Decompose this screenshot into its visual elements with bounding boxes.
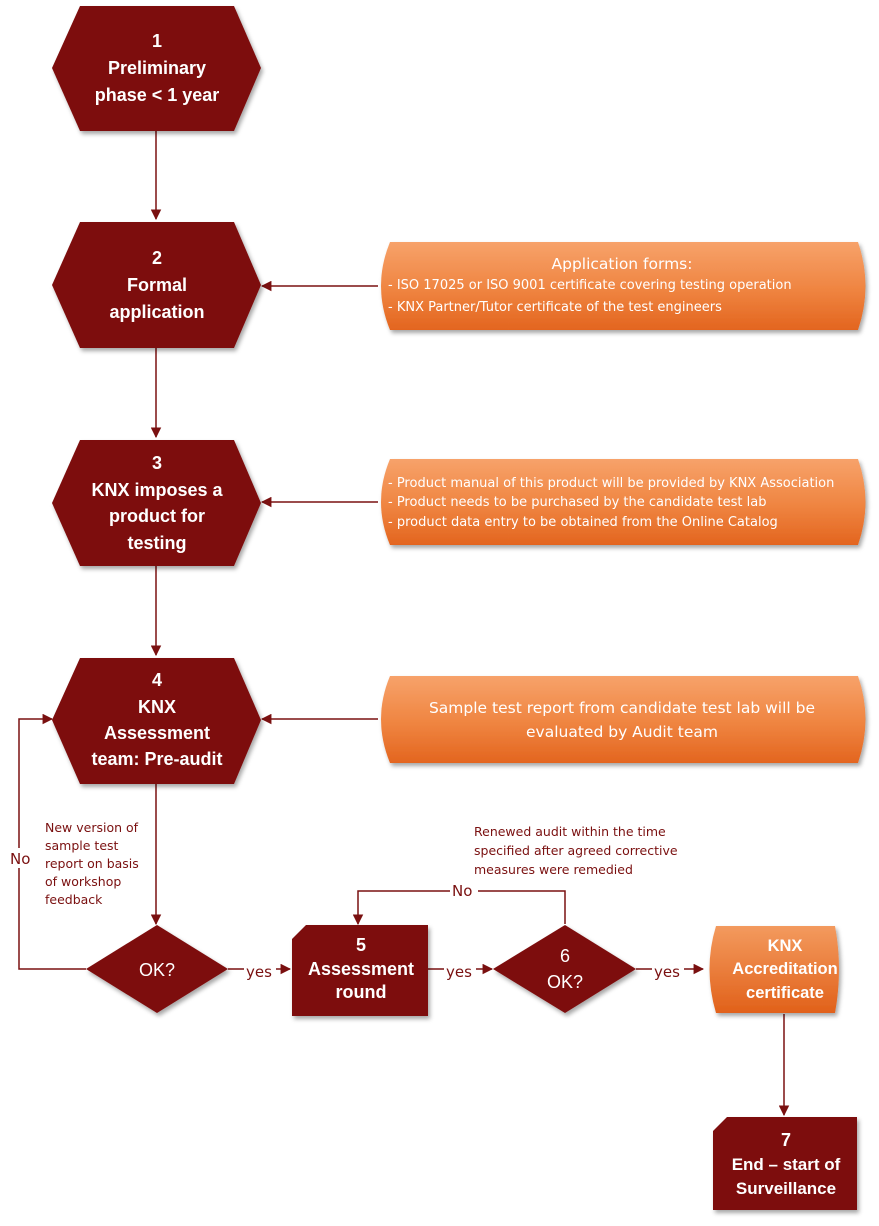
annotation-renewed-audit: Renewed audit within the time specified … [474,824,678,877]
decision-ok-1-label: OK? [139,960,175,980]
step-1-hexagon: 1 Preliminary phase < 1 year [52,6,261,131]
label-yes-1: yes [246,963,272,981]
annotation-new-version-line-5: feedback [45,892,103,907]
note-forms-line-2: - KNX Partner/Tutor certificate of the t… [388,300,722,315]
step-1-line-1: Preliminary [108,58,206,78]
step-4-line-1: KNX [138,697,176,717]
step-5-card: 5 Assessment round [292,925,428,1016]
step-6-label: OK? [547,972,583,992]
label-yes-2: yes [446,963,472,981]
note-product-line-1: - Product manual of this product will be… [388,476,834,491]
step-3-hexagon: 3 KNX imposes a product for testing [52,440,261,566]
accreditation-certificate: KNX Accreditation certificate [709,926,839,1013]
step-5-line-1: Assessment [308,959,414,979]
note-product: - Product manual of this product will be… [381,459,866,545]
edge-ok-no-loop [18,713,86,970]
note-forms-line-1: - ISO 17025 or ISO 9001 certificate cove… [388,278,792,293]
step-2-line-1: Formal [127,275,187,295]
step-5-number: 5 [356,935,366,955]
annotation-renewed-line-2: specified after agreed corrective [474,843,678,858]
annotation-new-version-line-4: of workshop [45,874,121,889]
annotation-new-version: New version of sample test report on bas… [45,820,139,907]
note-application-forms: Application forms: - ISO 17025 or ISO 90… [381,242,866,330]
step-4-number: 4 [152,670,162,690]
step-4-hexagon: 4 KNX Assessment team: Pre-audit [52,658,261,784]
annotation-renewed-line-3: measures were remedied [474,862,633,877]
note-product-line-3: - product data entry to be obtained from… [388,515,778,530]
edge-labels: No No yes yes yes [8,848,684,981]
annotation-new-version-line-2: sample test [45,838,119,853]
step-3-line-2: product for [109,506,205,526]
step-3-line-1: KNX imposes a [91,480,223,500]
note-sample-line-1: Sample test report from candidate test l… [429,699,815,717]
step-6-decision: 6 OK? [493,925,636,1013]
note-sample-line-2: evaluated by Audit team [526,723,718,741]
label-no-left: No [10,850,30,868]
step-4-line-3: team: Pre-audit [91,749,222,769]
step-2-number: 2 [152,248,162,268]
note-forms-title: Application forms: [552,255,693,273]
certificate-line-2: Accreditation [732,960,837,978]
certificate-line-3: certificate [746,984,824,1002]
step-5-line-2: round [336,982,387,1002]
step-4-line-2: Assessment [104,723,210,743]
step-1-line-2: phase < 1 year [95,85,220,105]
annotation-new-version-line-3: report on basis [45,856,139,871]
step-6-number: 6 [560,946,570,966]
step-1-number: 1 [152,31,162,51]
annotation-renewed-line-1: Renewed audit within the time [474,824,666,839]
step-2-line-2: application [109,302,204,322]
step-3-line-3: testing [127,533,186,553]
step-3-number: 3 [152,453,162,473]
step-7-card: 7 End – start of Surveillance [713,1117,857,1210]
annotation-new-version-line-1: New version of [45,820,139,835]
step-7-line-1: End – start of [732,1155,841,1174]
connectors [18,131,790,1117]
note-sample-report: Sample test report from candidate test l… [381,676,866,763]
label-no-top: No [452,882,472,900]
certificate-line-1: KNX [768,937,803,955]
label-yes-3: yes [654,963,680,981]
note-product-line-2: - Product needs to be purchased by the c… [388,495,766,510]
step-2-hexagon: 2 Formal application [52,222,261,348]
step-7-number: 7 [781,1130,791,1150]
step-7-line-2: Surveillance [736,1179,836,1198]
decision-ok-1: OK? [86,925,228,1013]
